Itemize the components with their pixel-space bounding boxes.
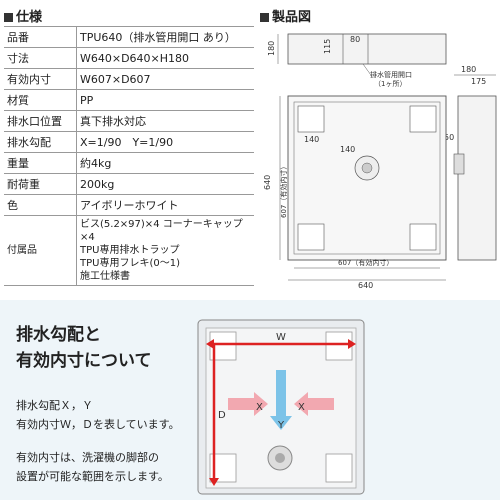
y-arrow bbox=[270, 370, 292, 430]
dim-label: 115 bbox=[323, 39, 332, 54]
dim-label: 607（有効内寸） bbox=[338, 258, 393, 267]
side-elevation bbox=[287, 33, 447, 65]
spec-key: 寸法 bbox=[4, 47, 77, 69]
heading-square-icon bbox=[260, 13, 269, 22]
panel-paragraph: 排水勾配Ｘ，Ｙ 有効内寸Ｗ，Ｄを表しています。 bbox=[16, 396, 180, 434]
x-label: X bbox=[256, 402, 263, 413]
spec-key: 有効内寸 bbox=[4, 68, 77, 90]
panel-title-line: 排水勾配と bbox=[16, 325, 101, 345]
accessory-line: TPU専用排水トラップ bbox=[80, 245, 180, 256]
note-label: 排水管用開口 bbox=[370, 70, 412, 79]
foot-pad bbox=[409, 105, 437, 133]
foot-pad bbox=[297, 223, 325, 251]
spec-key: 排水口位置 bbox=[4, 110, 77, 132]
y-label: Y bbox=[277, 420, 285, 431]
x-arrow-left bbox=[228, 392, 268, 416]
spec-value: アイボリーホワイト bbox=[76, 194, 254, 216]
note-label: （1ヶ所） bbox=[374, 79, 406, 88]
figure-heading: 製品図 bbox=[260, 6, 311, 25]
dim-label: 640 bbox=[358, 281, 373, 290]
spec-value: ビス(5.2×97)×4 コーナーキャップ×4 TPU専用排水トラップ TPU専… bbox=[76, 215, 254, 286]
table-row: 付属品 ビス(5.2×97)×4 コーナーキャップ×4 TPU専用排水トラップ … bbox=[4, 215, 254, 286]
dim-label: 180 bbox=[461, 65, 476, 74]
spec-value: X=1/90 Y=1/90 bbox=[76, 131, 254, 153]
tray-illustration: W D X X Y bbox=[197, 319, 365, 495]
foot-pad bbox=[409, 223, 437, 251]
panel-text-line: 有効内寸Ｗ，Ｄを表しています。 bbox=[16, 418, 180, 431]
panel-paragraph: 有効内寸は、洗濯機の脚部の 設置が可能な範囲を示します。 bbox=[16, 448, 169, 486]
dim-label: 50 bbox=[444, 133, 454, 142]
spec-value: 約4kg bbox=[76, 152, 254, 174]
table-row: 重量約4kg bbox=[4, 152, 254, 174]
panel-title-line: 有効内寸について bbox=[16, 351, 152, 371]
table-row: 排水口位置真下排水対応 bbox=[4, 110, 254, 132]
spec-key: 重量 bbox=[4, 152, 77, 174]
spec-key: 付属品 bbox=[4, 215, 77, 286]
spec-value: PP bbox=[76, 89, 254, 111]
dim-label: 80 bbox=[350, 35, 360, 44]
dim-label: 175 bbox=[471, 77, 486, 86]
panel-text-line: 排水勾配Ｘ，Ｙ bbox=[16, 399, 93, 412]
panel-text-line: 設置が可能な範囲を示します。 bbox=[16, 470, 169, 483]
dim-label: 640 bbox=[263, 175, 272, 190]
x-arrow-right bbox=[294, 392, 334, 416]
spec-key: 材質 bbox=[4, 89, 77, 111]
spec-key: 品番 bbox=[4, 26, 77, 48]
spec-heading-text: 仕様 bbox=[16, 10, 43, 25]
panel-title: 排水勾配と 有効内寸について bbox=[16, 322, 152, 374]
figure-heading-text: 製品図 bbox=[272, 10, 312, 25]
dim-label: 140 bbox=[304, 135, 319, 144]
spec-value: TPU640（排水管用開口 あり） bbox=[76, 26, 254, 48]
spec-key: 耐荷重 bbox=[4, 173, 77, 195]
dim-label: 140 bbox=[340, 145, 355, 154]
product-drawing: 80 115 180 排水管用開口 （1ヶ所） 180 175 150 50 3… bbox=[263, 33, 497, 290]
w-label: W bbox=[276, 332, 286, 343]
spec-key: 色 bbox=[4, 194, 77, 216]
dim-label: 180 bbox=[267, 41, 276, 56]
accessory-line: ビス(5.2×97)×4 コーナーキャップ×4 bbox=[80, 219, 243, 243]
d-label: D bbox=[218, 410, 226, 421]
dim-label: 607（有効内寸） bbox=[279, 163, 288, 218]
foot-pad bbox=[325, 453, 353, 483]
accessory-line: TPU専用フレキ(0〜1) bbox=[80, 258, 180, 269]
panel-text-line: 有効内寸は、洗濯機の脚部の bbox=[16, 451, 159, 464]
heading-square-icon bbox=[4, 13, 13, 22]
spec-value: 真下排水対応 bbox=[76, 110, 254, 132]
spec-heading: 仕様 bbox=[4, 6, 42, 25]
side-view bbox=[457, 95, 497, 261]
spec-key: 排水勾配 bbox=[4, 131, 77, 153]
accessory-line: 施工仕様書 bbox=[80, 271, 130, 282]
spec-value: 200kg bbox=[76, 173, 254, 195]
spec-value: W640×D640×H180 bbox=[76, 47, 254, 69]
x-label: X bbox=[298, 402, 305, 413]
spec-value: W607×D607 bbox=[76, 68, 254, 90]
foot-pad bbox=[297, 105, 325, 133]
table-row: 色アイボリーホワイト bbox=[4, 194, 254, 216]
